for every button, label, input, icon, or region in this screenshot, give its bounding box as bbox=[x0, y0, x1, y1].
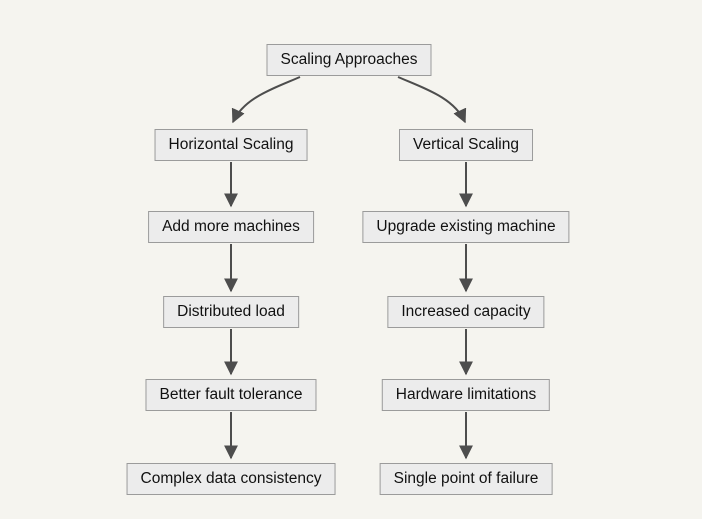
node-upgrade-existing-machine: Upgrade existing machine bbox=[362, 211, 570, 243]
node-distributed-load: Distributed load bbox=[163, 296, 299, 328]
node-single-point-of-failure: Single point of failure bbox=[379, 463, 553, 495]
node-scaling-approaches: Scaling Approaches bbox=[266, 44, 432, 76]
node-increased-capacity: Increased capacity bbox=[387, 296, 545, 328]
node-hardware-limitations: Hardware limitations bbox=[381, 379, 551, 411]
node-vertical-scaling: Vertical Scaling bbox=[399, 129, 533, 161]
node-horizontal-scaling: Horizontal Scaling bbox=[154, 129, 308, 161]
edge-root-to-horizontal bbox=[231, 76, 301, 124]
edge-root-to-vertical bbox=[397, 76, 467, 124]
node-add-more-machines: Add more machines bbox=[148, 211, 314, 243]
node-complex-data-consistency: Complex data consistency bbox=[126, 463, 336, 495]
node-better-fault-tolerance: Better fault tolerance bbox=[145, 379, 317, 411]
